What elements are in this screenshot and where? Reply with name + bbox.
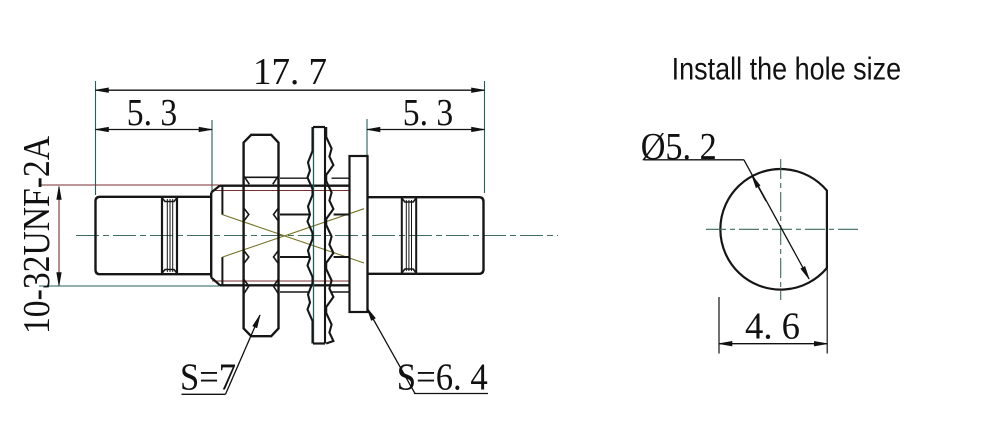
svg-text:5. 3: 5. 3 bbox=[403, 92, 454, 134]
svg-text:S=6. 4: S=6. 4 bbox=[397, 357, 488, 399]
svg-text:4. 6: 4. 6 bbox=[745, 305, 800, 347]
svg-text:5. 3: 5. 3 bbox=[127, 92, 178, 134]
svg-text:S=7: S=7 bbox=[180, 357, 236, 399]
svg-text:Ø5. 2: Ø5. 2 bbox=[641, 126, 717, 168]
svg-text:17. 7: 17. 7 bbox=[253, 51, 327, 93]
svg-text:10-32UNF-2A: 10-32UNF-2A bbox=[16, 136, 58, 334]
svg-text:Install the hole size: Install the hole size bbox=[672, 50, 902, 86]
